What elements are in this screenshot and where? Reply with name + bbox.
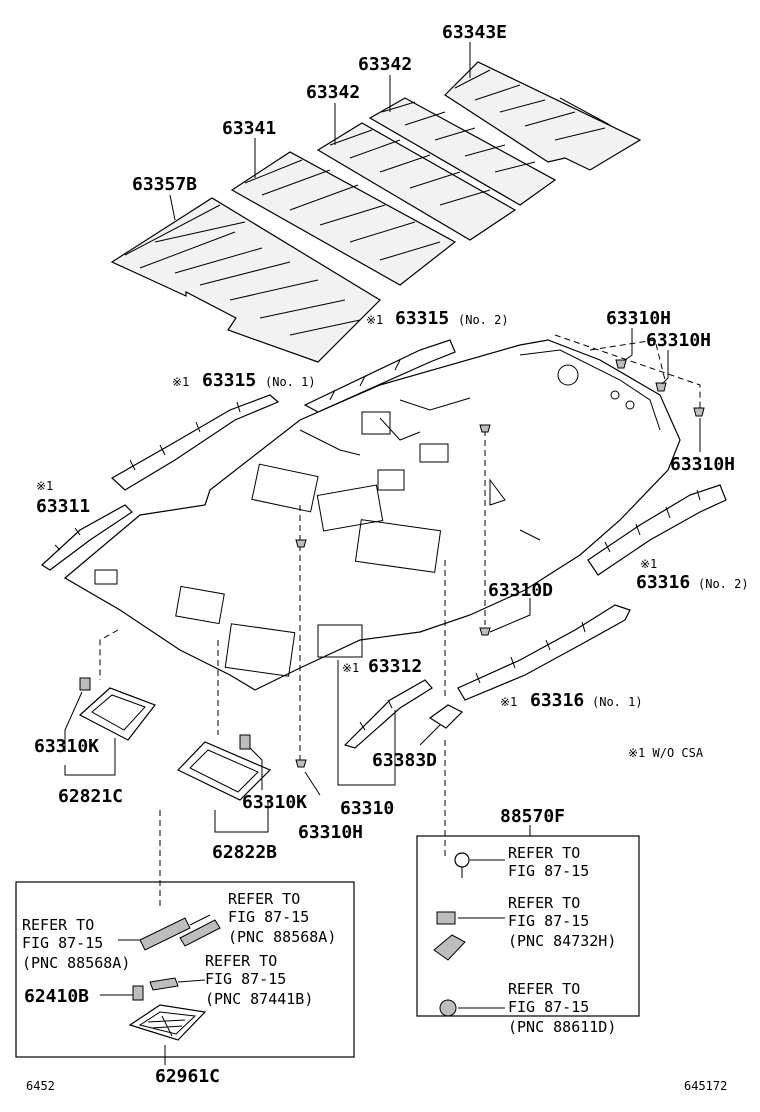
label-62822B: 62822B xyxy=(212,842,277,863)
label-63342-a: 63342 xyxy=(358,54,412,75)
note-wo-csa: ※1 W/O CSA xyxy=(628,746,704,760)
screw-part xyxy=(454,852,470,878)
rail-63315-no1 xyxy=(110,394,280,491)
ref-r5-line1: REFER TO xyxy=(22,916,94,934)
label-63312: 63312 xyxy=(368,656,422,677)
ref-r4-line2: FIG 87-15 xyxy=(228,908,309,926)
note-63315-no2: (No. 2) xyxy=(458,313,509,327)
clip-63310D-a xyxy=(479,424,491,433)
ref-r6-line2: FIG 87-15 xyxy=(205,970,286,988)
ref-r2-line3: (PNC 84732H) xyxy=(508,932,616,950)
clip-63310H-a xyxy=(615,359,627,369)
mark-63316-no1: ※1 xyxy=(500,695,517,709)
rail-63315-no2 xyxy=(303,339,456,413)
label-63316-no2: 63316 xyxy=(636,572,690,593)
sub-assembly-box-right xyxy=(416,835,640,1017)
label-63310K-b: 63310K xyxy=(242,792,307,813)
label-63341: 63341 xyxy=(222,118,276,139)
label-62410B: 62410B xyxy=(24,986,89,1007)
trim-pad-b xyxy=(179,919,221,947)
sub-assembly-box-left xyxy=(15,881,355,1058)
lamp-62822B xyxy=(176,734,272,801)
clip-63310H-d xyxy=(295,759,307,768)
ref-r1-line2: FIG 87-15 xyxy=(508,862,589,880)
rail-63316-no1 xyxy=(457,604,631,701)
ref-r3-line3: (PNC 88611D) xyxy=(508,1018,616,1036)
mark-63312: ※1 xyxy=(342,661,359,675)
clip-headliner-a xyxy=(295,539,307,548)
label-63357B: 63357B xyxy=(132,174,197,195)
headliner-63310 xyxy=(63,339,681,691)
lamp-63383D xyxy=(428,704,464,729)
ref-r4-line1: REFER TO xyxy=(228,890,300,908)
mark-63316-no2: ※1 xyxy=(640,557,657,571)
label-63342-b: 63342 xyxy=(306,82,360,103)
label-63315-no2: 63315 xyxy=(395,308,449,329)
label-63310H-d: 63310H xyxy=(298,822,363,843)
clip-63310H-c xyxy=(693,407,705,417)
code-left: 6452 xyxy=(26,1079,55,1093)
rail-63316-no2 xyxy=(587,484,727,576)
label-63310H-b: 63310H xyxy=(646,330,711,351)
label-63310H-c: 63310H xyxy=(670,454,735,475)
insert-87441B xyxy=(149,977,179,991)
label-63316-no1: 63316 xyxy=(530,690,584,711)
trim-pad-a xyxy=(139,917,191,951)
lamp-62961C xyxy=(128,1004,207,1041)
label-63383D: 63383D xyxy=(372,750,437,771)
pad-part xyxy=(433,934,466,961)
clip-63310H-b xyxy=(655,382,667,392)
lamp-62821C xyxy=(78,677,156,741)
clip-63310D-b xyxy=(479,627,491,636)
ref-r6-line3: (PNC 87441B) xyxy=(205,990,313,1008)
roof-panel-63357B xyxy=(110,197,381,363)
roof-panel-63343E xyxy=(444,61,642,171)
ref-r5-line3: (PNC 88568A) xyxy=(22,954,130,972)
roof-panel-63341 xyxy=(230,151,457,286)
label-63310K-a: 63310K xyxy=(34,736,99,757)
ref-r2-line1: REFER TO xyxy=(508,894,580,912)
note-63316-no1: (No. 1) xyxy=(592,695,643,709)
label-63311: 63311 xyxy=(36,496,90,517)
roof-panel-63342-a xyxy=(316,122,517,241)
mark-63311: ※1 xyxy=(36,479,53,493)
mark-63315-no2: ※1 xyxy=(366,313,383,327)
label-62961C: 62961C xyxy=(155,1066,220,1087)
code-right: 645172 xyxy=(684,1079,727,1093)
label-62821C: 62821C xyxy=(58,786,123,807)
label-63315-no1: 63315 xyxy=(202,370,256,391)
label-63343E: 63343E xyxy=(442,22,507,43)
note-63315-no1: (No. 1) xyxy=(265,375,316,389)
ref-r2-line2: FIG 87-15 xyxy=(508,912,589,930)
ref-r3-line2: FIG 87-15 xyxy=(508,998,589,1016)
clip-84732H xyxy=(436,911,456,925)
roof-panel-63342-b xyxy=(368,97,557,206)
ref-r1-line1: REFER TO xyxy=(508,844,580,862)
label-88570F: 88570F xyxy=(500,806,565,827)
ref-r3-line1: REFER TO xyxy=(508,980,580,998)
clip-62410B xyxy=(132,985,144,1001)
label-63310H-a: 63310H xyxy=(606,308,671,329)
label-63310: 63310 xyxy=(340,798,394,819)
ref-r6-line1: REFER TO xyxy=(205,952,277,970)
mark-63315-no1: ※1 xyxy=(172,375,189,389)
ref-r4-line3: (PNC 88568A) xyxy=(228,928,336,946)
note-63316-no2: (No. 2) xyxy=(698,577,749,591)
label-63310D: 63310D xyxy=(488,580,553,601)
ref-r5-line2: FIG 87-15 xyxy=(22,934,103,952)
grommet-88611D xyxy=(439,999,457,1017)
rail-63311 xyxy=(41,504,133,571)
rail-63312 xyxy=(343,679,433,749)
